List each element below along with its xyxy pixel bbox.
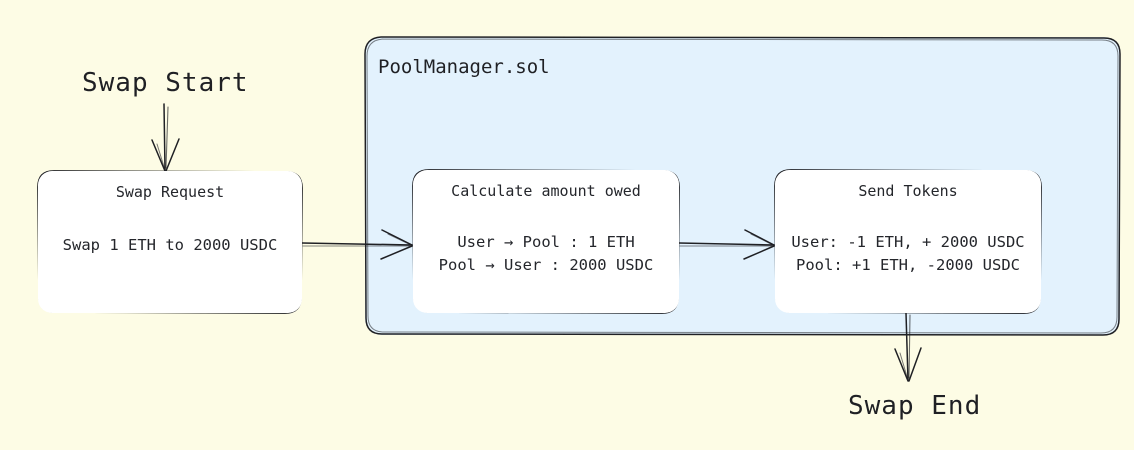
node-swap-request[interactable]: Swap Request Swap 1 ETH to 2000 USDC	[38, 171, 302, 313]
subgraph-title: PoolManager.sol	[378, 56, 550, 78]
node-send-tokens[interactable]: Send Tokens User: -1 ETH, + 2000 USDC Po…	[775, 170, 1041, 313]
node-swap-request-body: Swap 1 ETH to 2000 USDC	[62, 236, 278, 254]
node-calculate-amount-owed[interactable]: Calculate amount owed User → Pool : 1 ET…	[413, 170, 679, 313]
end-label: Swap End	[848, 391, 982, 421]
node-send-tokens-title: Send Tokens	[858, 182, 958, 200]
start-label: Swap Start	[82, 68, 249, 98]
node-calculate-amount-owed-title: Calculate amount owed	[451, 182, 641, 200]
node-send-tokens-body: User: -1 ETH, + 2000 USDC Pool: +1 ETH, …	[791, 233, 1025, 274]
node-calculate-amount-owed-body: User → Pool : 1 ETH Pool → User : 2000 U…	[438, 233, 654, 274]
node-swap-request-title: Swap Request	[115, 183, 225, 201]
